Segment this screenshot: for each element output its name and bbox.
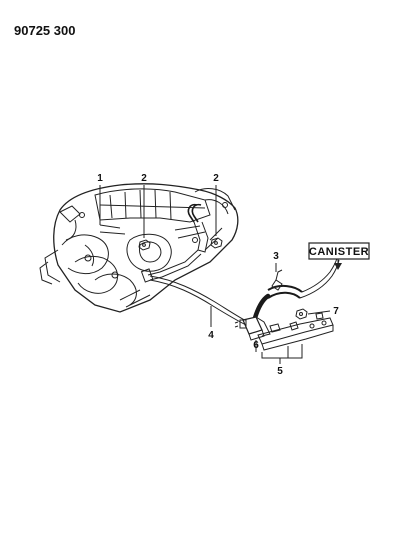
callout-2-right: 2 <box>213 173 219 184</box>
solenoid-valve-assembly <box>234 308 334 351</box>
callout-4: 4 <box>208 330 214 341</box>
callout-2-left: 2 <box>141 173 147 184</box>
leader-lines <box>99 185 331 364</box>
engine-illustration <box>39 183 239 313</box>
canister-hose <box>249 257 340 329</box>
diagram-part-number: 90725 300 <box>14 23 75 38</box>
callout-3: 3 <box>273 251 279 262</box>
canister-label: CANISTER <box>309 246 369 258</box>
nut-left <box>138 239 151 251</box>
callout-5: 5 <box>277 366 283 377</box>
callout-1: 1 <box>97 173 103 184</box>
callout-6: 6 <box>253 340 259 351</box>
purge-hose <box>149 275 251 327</box>
canister-callout: CANISTER <box>308 242 370 270</box>
nut-right <box>210 237 223 249</box>
callout-7: 7 <box>333 306 339 317</box>
vacuum-hose-assembly <box>140 203 209 283</box>
